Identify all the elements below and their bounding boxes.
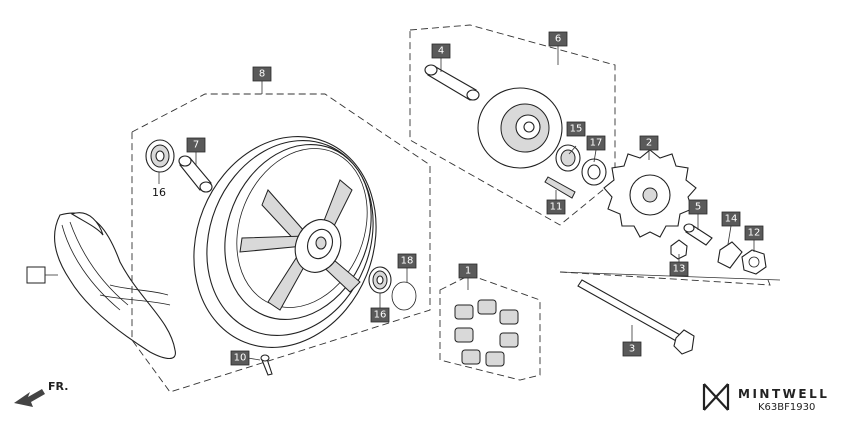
sprocket-bolt bbox=[683, 223, 713, 246]
valve bbox=[260, 354, 273, 376]
wheel-damper bbox=[454, 299, 519, 367]
front-direction-arrow: FR. bbox=[14, 380, 68, 407]
callout-18[interactable]: 18 bbox=[397, 253, 417, 269]
brand-name: MINTWELL bbox=[738, 387, 829, 401]
mintwell-logo bbox=[702, 383, 730, 411]
svg-text:7: 7 bbox=[193, 140, 199, 151]
svg-text:12: 12 bbox=[748, 228, 761, 239]
leader-lines bbox=[195, 46, 755, 361]
wheel-group-frame bbox=[131, 93, 431, 393]
svg-text:1: 1 bbox=[465, 266, 471, 277]
callout-8[interactable]: 8 bbox=[252, 66, 272, 82]
callout-13[interactable]: 13 bbox=[669, 261, 689, 277]
distance-collar bbox=[178, 155, 213, 193]
svg-text:5: 5 bbox=[695, 202, 701, 213]
svg-text:10: 10 bbox=[234, 353, 247, 364]
rear-wheel bbox=[193, 136, 377, 348]
callout-7[interactable]: 7 bbox=[186, 137, 206, 153]
callout-6[interactable]: 6 bbox=[548, 31, 568, 47]
callout-10[interactable]: 10 bbox=[230, 350, 250, 366]
svg-text:6: 6 bbox=[555, 34, 561, 45]
callout-3[interactable]: 3 bbox=[622, 341, 642, 357]
flange-bearing bbox=[555, 144, 581, 172]
callout-1[interactable]: 1 bbox=[458, 263, 478, 279]
tire bbox=[54, 212, 176, 360]
callout-16[interactable]: 16 bbox=[370, 307, 390, 323]
bearing-left bbox=[145, 139, 175, 173]
washer bbox=[670, 239, 688, 260]
svg-text:3: 3 bbox=[629, 344, 635, 355]
oil-seal bbox=[581, 158, 607, 186]
svg-text:17: 17 bbox=[590, 138, 603, 149]
callout-12[interactable]: 12 bbox=[744, 225, 764, 241]
front-arrow-label: FR. bbox=[48, 380, 68, 393]
sprocket bbox=[603, 149, 697, 238]
driven-flange bbox=[477, 87, 563, 169]
svg-text:2: 2 bbox=[646, 138, 652, 149]
bearing-right bbox=[368, 266, 392, 294]
o-ring bbox=[391, 281, 417, 311]
rear-axle bbox=[577, 279, 695, 355]
callout-14[interactable]: 14 bbox=[721, 211, 741, 227]
svg-text:16: 16 bbox=[374, 310, 387, 321]
svg-text:8: 8 bbox=[259, 69, 265, 80]
tire-callout-box bbox=[26, 266, 58, 284]
axle-nut bbox=[741, 249, 767, 275]
callout-11[interactable]: 11 bbox=[546, 199, 566, 215]
rear-axle-sleeve bbox=[424, 64, 480, 101]
axle-frame bbox=[559, 271, 771, 286]
svg-text:14: 14 bbox=[725, 214, 738, 225]
callout-5[interactable]: 5 bbox=[688, 199, 708, 215]
svg-text:13: 13 bbox=[673, 264, 686, 275]
diagram-code: K63BF1930 bbox=[758, 402, 815, 413]
bearing-left-label: 16 bbox=[152, 186, 166, 199]
callout-15[interactable]: 15 bbox=[566, 121, 586, 137]
svg-text:4: 4 bbox=[438, 46, 444, 57]
callout-2[interactable]: 2 bbox=[639, 135, 659, 151]
lock-washer bbox=[717, 241, 743, 269]
callout-4[interactable]: 4 bbox=[431, 43, 451, 59]
svg-text:18: 18 bbox=[401, 256, 414, 267]
callout-17[interactable]: 17 bbox=[586, 135, 606, 151]
svg-text:11: 11 bbox=[550, 202, 563, 213]
stud-bolt bbox=[544, 176, 576, 199]
svg-text:15: 15 bbox=[570, 124, 583, 135]
